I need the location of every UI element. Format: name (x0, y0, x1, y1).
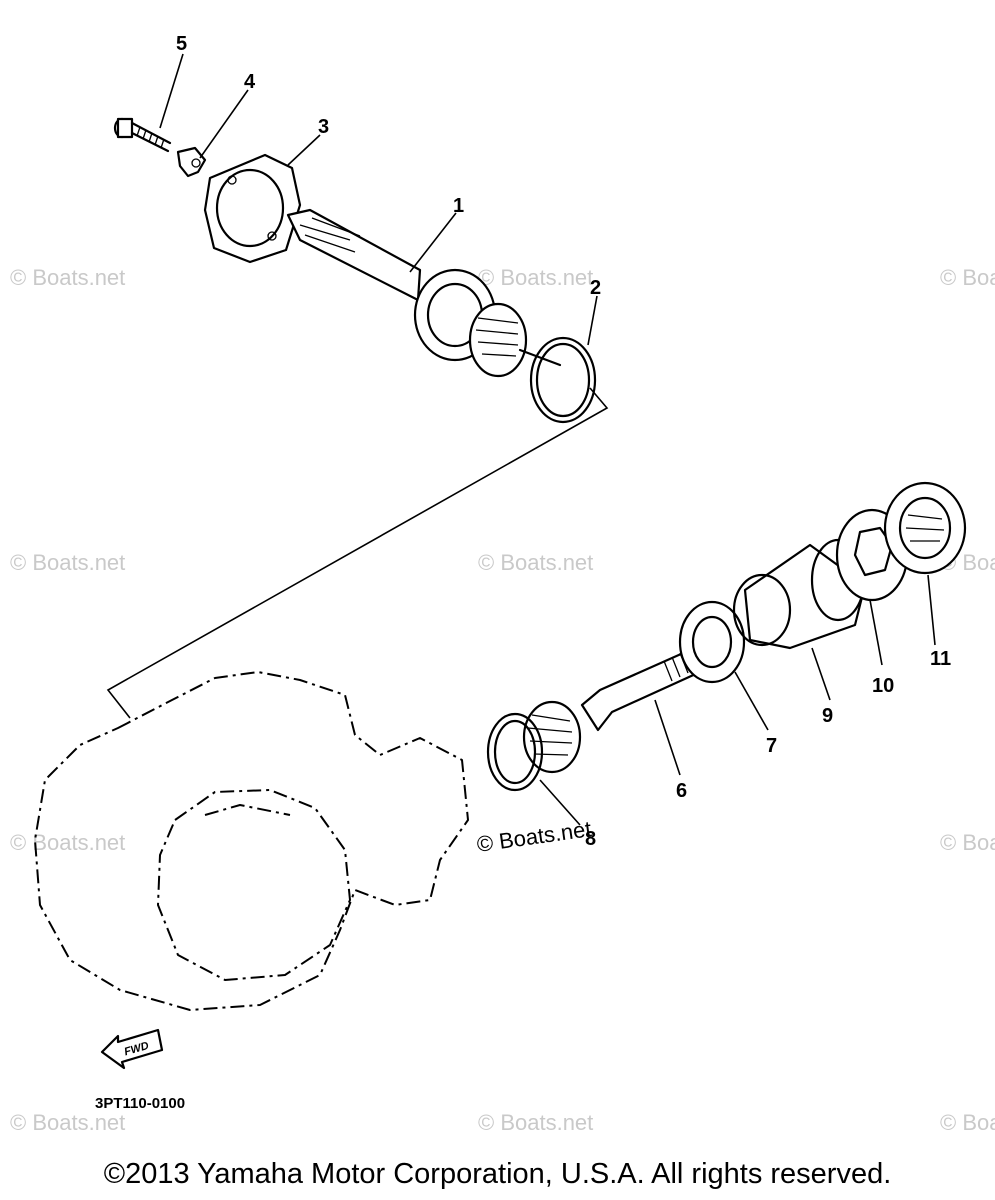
watermark: © Boats.net (940, 830, 995, 855)
callout-9: 9 (822, 705, 833, 727)
callouts: 5 4 3 1 2 6 7 8 9 10 11 (176, 33, 951, 850)
callout-3: 3 (318, 116, 329, 138)
watermark: © Boats.net (10, 265, 125, 290)
watermark: © Boats.net (10, 830, 125, 855)
watermark-dark: © Boats.net (475, 816, 593, 857)
part-code: 3PT110-0100 (95, 1095, 185, 1112)
callout-11: 11 (930, 648, 951, 670)
fwd-arrow: FWD (100, 1028, 164, 1070)
part-7-bearing (678, 600, 746, 684)
part-3-plate (203, 153, 302, 264)
callout-10: 10 (872, 675, 894, 697)
callout-1: 1 (453, 195, 464, 217)
part-4-clamp (176, 146, 207, 178)
part-6-shaft (580, 648, 702, 732)
callout-4: 4 (244, 71, 256, 93)
watermark: © Boats.net (10, 1110, 125, 1135)
connector-line (106, 387, 609, 719)
leader-lines (159, 53, 936, 826)
watermark: © Boats.net (10, 550, 125, 575)
copyright-notice: ©2013 Yamaha Motor Corporation, U.S.A. A… (103, 1158, 892, 1190)
part-5-bolt (113, 117, 172, 153)
part-1-shaft (286, 208, 562, 378)
watermark: © Boats.net (940, 1110, 995, 1135)
part-8-gear (486, 700, 582, 792)
callout-7: 7 (766, 735, 777, 757)
watermark: © Boats.net (940, 265, 995, 290)
callout-5: 5 (176, 33, 187, 55)
watermark: © Boats.net (478, 265, 593, 290)
callout-8: 8 (585, 828, 596, 850)
part-2-ring (529, 336, 597, 424)
callout-6: 6 (676, 780, 687, 802)
watermark: © Boats.net (478, 550, 593, 575)
part-11-seal (883, 481, 967, 575)
watermark: © Boats.net (478, 1110, 593, 1135)
watermark-layer: © Boats.net © Boats.net © Boats.net © Bo… (10, 265, 995, 1135)
callout-2: 2 (590, 277, 601, 299)
engine-outline (34, 671, 469, 1011)
part-9-sleeve (732, 538, 867, 650)
